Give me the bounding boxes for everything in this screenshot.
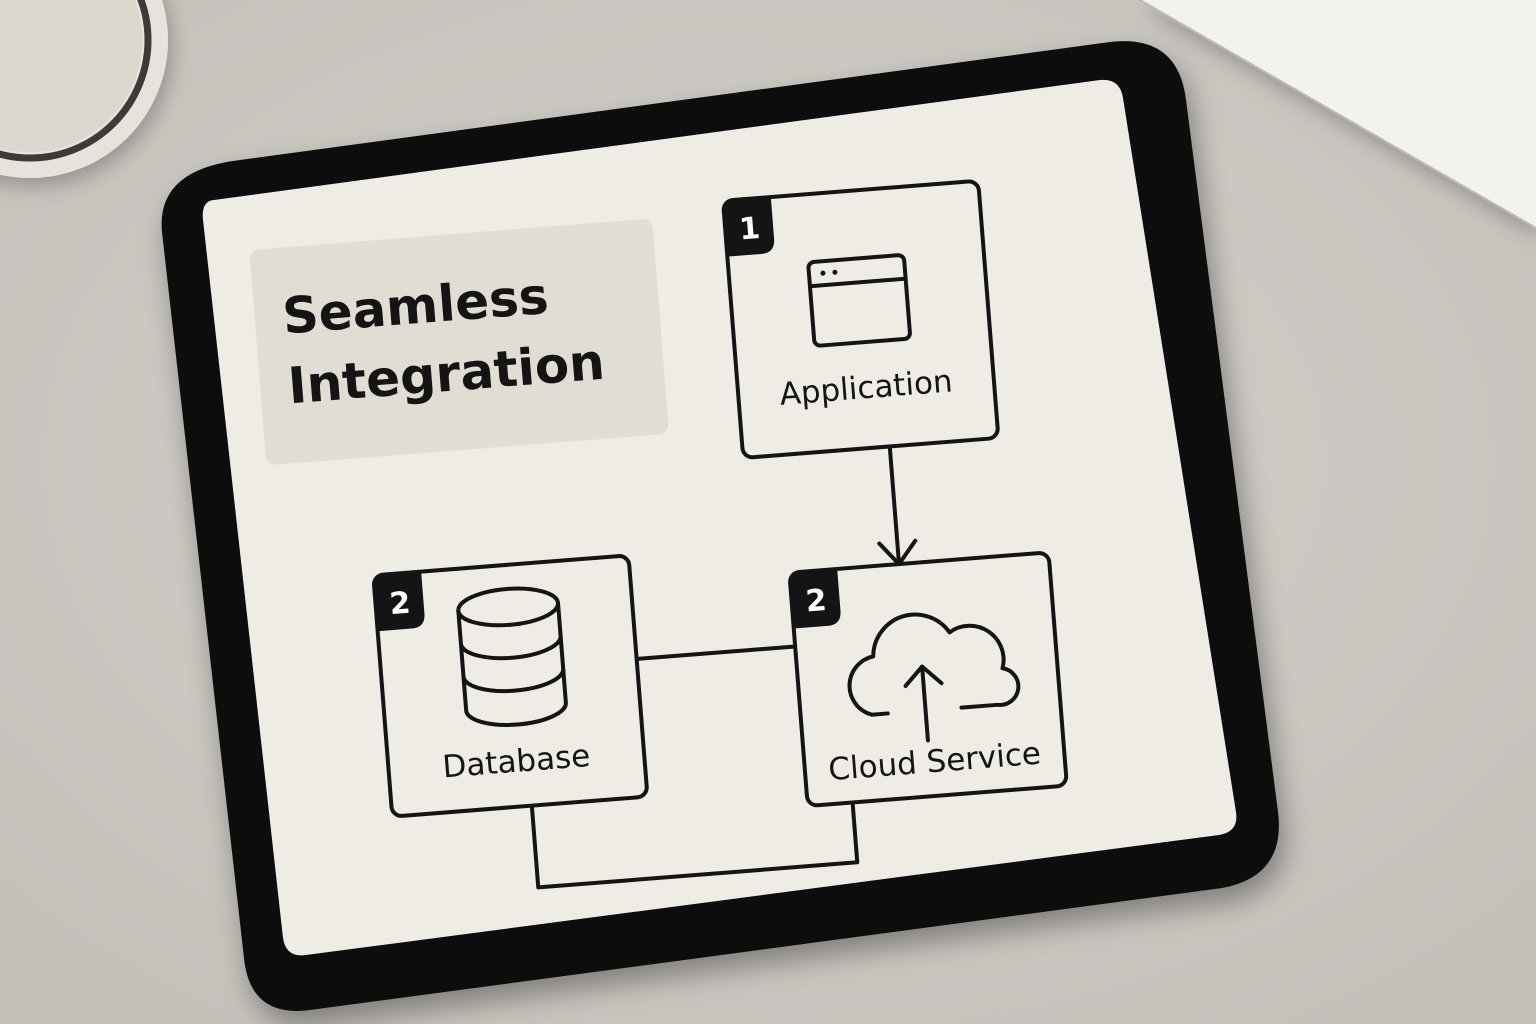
node-database-badge [374,571,425,632]
node-application-badge-number: 1 [738,211,762,248]
diagram-content: Seamless Integration 1 Application [250,179,1069,890]
title-box [250,219,669,465]
paper-sheet-decoration [1139,0,1536,229]
database-icon [456,586,568,727]
node-cloud-service-badge [790,568,841,629]
tablet-device [161,41,1279,1011]
connector-database-cloud [633,644,798,662]
node-database-badge-number: 2 [388,586,412,623]
mug-decoration [0,0,168,178]
node-database-box [372,554,649,818]
connector-application-cloud [887,444,902,567]
tablet-screen [202,79,1237,956]
node-application[interactable]: 1 Application [721,179,1000,460]
connector-bottom-loop [529,800,860,890]
browser-window-icon [806,253,912,348]
node-application-box [721,179,1000,460]
node-database[interactable]: 2 Database [372,554,649,818]
cloud-upload-icon [847,612,1021,743]
node-cloud-service[interactable]: 2 Cloud Service [788,551,1069,808]
node-cloud-service-box [788,551,1069,808]
node-cloud-service-badge-number: 2 [804,583,828,620]
node-application-badge [723,197,775,257]
